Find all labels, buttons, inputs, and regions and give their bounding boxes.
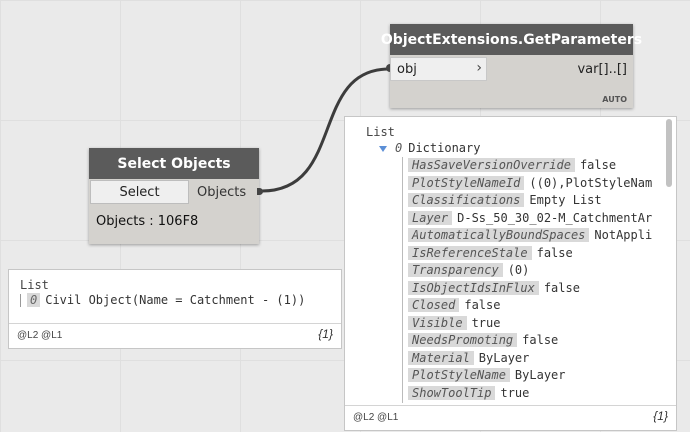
scrollbar-thumb[interactable] [666, 119, 672, 187]
parameter-row: Transparency (0) [408, 262, 662, 280]
parameter-key: Visible [408, 315, 467, 330]
parameter-row: Layer D-Ss_50_30_02-M_CatchmentAr [408, 210, 662, 228]
list-title: List [366, 125, 395, 139]
parameter-row: HasSaveVersionOverride false [408, 157, 662, 175]
parameter-value: false [536, 245, 573, 260]
input-port-obj[interactable]: obj › [390, 57, 487, 81]
parameter-key: Transparency [408, 263, 503, 277]
parameter-key: IsReferenceStale [408, 245, 532, 260]
parameter-key: Material [408, 350, 474, 365]
node-body: obj › var[]..[] AUTO [386, 55, 633, 108]
parameter-row: PlotStyleNameId ((0),PlotStyleNam [408, 175, 662, 193]
dictionary-header[interactable]: 0 Dictionary [379, 141, 480, 155]
parameter-key: ShowToolTip [408, 385, 496, 400]
parameter-value: Empty List [529, 193, 602, 207]
parameter-value: true [471, 315, 501, 330]
select-button[interactable]: Select [90, 180, 189, 204]
input-port-label: obj [397, 61, 417, 77]
parameter-row: NeedsPromoting false [408, 332, 662, 350]
parameter-row: Material ByLayer [408, 350, 662, 368]
lacing-label[interactable]: AUTO [602, 95, 627, 104]
parameter-value: true [500, 385, 530, 400]
list-title: List [20, 278, 49, 292]
parameter-key: Closed [408, 298, 460, 312]
preview-footer: @L2 @L1 {1} [9, 323, 341, 348]
parameter-value: ByLayer [478, 350, 530, 365]
item-count: {1} [318, 327, 333, 341]
list-levels: @L2 @L1 [17, 330, 63, 341]
node-title: ObjectExtensions.GetParameters [381, 24, 642, 55]
parameter-row: AutomaticallyBoundSpaces NotAppli [408, 227, 662, 245]
parameter-value: NotAppli [594, 228, 653, 242]
selection-value: Objects : 106F8 [96, 214, 199, 229]
parameter-row: IsReferenceStale false [408, 245, 662, 263]
parameter-key: AutomaticallyBoundSpaces [408, 228, 590, 242]
parameter-value: ((0),PlotStyleNam [529, 175, 653, 190]
parameter-value: D-Ss_50_30_02-M_CatchmentAr [457, 210, 653, 225]
item-count: {1} [653, 409, 668, 423]
parameter-row: ShowToolTip true [408, 385, 662, 403]
parameter-key: HasSaveVersionOverride [408, 158, 575, 172]
select-objects-preview[interactable]: List 0 Civil Object(Name = Catchment - (1… [8, 269, 342, 349]
parameter-value: false [543, 280, 580, 295]
parameter-key: IsObjectIdsInFlux [408, 280, 539, 295]
node-body: Select Objects Objects : 106F8 [89, 179, 263, 244]
getparameters-node[interactable]: ObjectExtensions.GetParameters obj › var… [381, 24, 642, 108]
output-port-connector[interactable] [257, 188, 263, 195]
parameter-key: Layer [408, 210, 453, 225]
list-index: 0 [27, 293, 41, 307]
list-item: 0 Civil Object(Name = Catchment - (1)) [27, 293, 305, 307]
parameter-row: IsObjectIdsInFlux false [408, 280, 662, 298]
parameter-value: ByLayer [514, 368, 566, 382]
scrollbar[interactable] [666, 119, 674, 401]
parameter-key: PlotStyleName [408, 368, 510, 382]
dictionary-index: 0 [395, 141, 403, 155]
tree-line [20, 294, 21, 307]
parameter-value: false [579, 158, 617, 172]
output-port[interactable]: var[]..[] [577, 61, 627, 77]
parameter-key: NeedsPromoting [408, 333, 518, 347]
parameter-row: Closed false [408, 297, 662, 315]
parameter-row: Visible true [408, 315, 662, 333]
preview-footer: @L2 @L1 {1} [345, 405, 676, 430]
parameter-row: PlotStyleName ByLayer [408, 367, 662, 385]
tree-line [402, 157, 403, 403]
parameter-value: false [522, 333, 559, 347]
parameter-value: (0) [507, 263, 530, 277]
select-objects-node[interactable]: Select Objects Select Objects Objects : … [89, 148, 263, 244]
parameter-key: PlotStyleNameId [408, 175, 525, 190]
chevron-right-icon: › [476, 60, 482, 76]
parameters-preview[interactable]: List 0 Dictionary HasSaveVersionOverride f… [344, 116, 677, 431]
list-levels: @L2 @L1 [353, 412, 399, 423]
parameter-key: Classifications [408, 193, 525, 207]
output-port-objects[interactable]: Objects [197, 184, 247, 200]
list-item-value: Civil Object(Name = Catchment - (1)) [45, 293, 306, 307]
parameter-row: Classifications Empty List [408, 192, 662, 210]
node-title: Select Objects [89, 148, 259, 179]
parameter-value: false [464, 298, 501, 312]
dictionary-label: Dictionary [408, 141, 481, 155]
expand-triangle-icon[interactable] [379, 145, 387, 152]
